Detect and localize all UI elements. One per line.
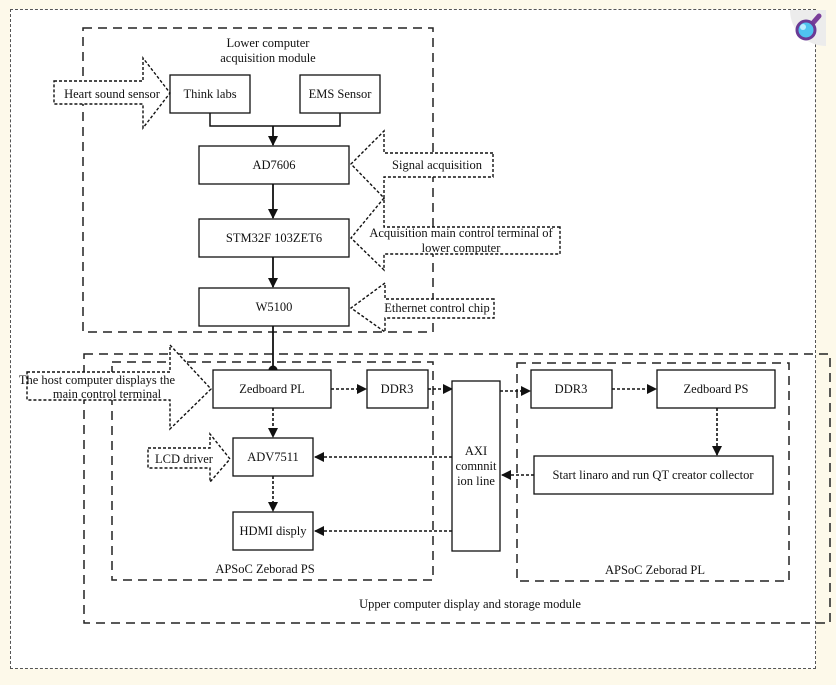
node-zedboard-pl-label: Zedboard PL	[239, 382, 305, 396]
node-linaro	[533, 455, 774, 495]
node-axi-label-1: AXI	[465, 444, 487, 458]
pl-group-title: APSoC Zeborad PL	[605, 563, 705, 577]
node-zedboard-ps	[656, 369, 776, 409]
node-ems-sensor-label: EMS Sensor	[309, 87, 373, 101]
node-ddr3-pl-label: DDR3	[555, 382, 588, 396]
callout-host-label-1: The host computer displays the	[19, 373, 176, 387]
node-w5100	[198, 287, 350, 327]
node-axi-label-2: comnnit	[456, 459, 497, 473]
node-axi-label-3: ion line	[457, 474, 495, 488]
callout-acq-main-arrow	[350, 196, 561, 272]
lower-module-title-2: acquisition module	[220, 51, 316, 65]
node-zedboard-pl	[212, 369, 332, 409]
lower-module-container	[82, 27, 434, 333]
upper-module-container	[83, 353, 831, 624]
callout-heart-sound-label: Heart sound sensor	[64, 87, 161, 101]
node-ems-sensor	[299, 74, 381, 114]
node-ddr3-pl	[530, 369, 613, 409]
node-hdmi	[232, 511, 314, 551]
zoom-badge[interactable]	[786, 8, 828, 50]
node-w5100-label: W5100	[256, 300, 293, 314]
node-zedboard-ps-label: Zedboard PS	[684, 382, 749, 396]
node-ad7606	[198, 145, 350, 185]
callout-signal-acq-arrow	[350, 129, 494, 200]
callout-ethernet-label: Ethernet control chip	[384, 301, 490, 315]
callout-acq-main-label-1: Acquisition main control terminal of	[369, 226, 553, 240]
upper-module-title: Upper computer display and storage modul…	[359, 597, 581, 611]
node-ddr3-ps-label: DDR3	[381, 382, 414, 396]
ps-group-title: APSoC Zeborad PS	[215, 562, 314, 576]
callout-host-arrow	[26, 343, 212, 431]
magnifier-icon	[790, 10, 826, 46]
callout-lcd-arrow	[147, 432, 231, 484]
node-think-labs-label: Think labs	[183, 87, 236, 101]
node-adv7511	[232, 437, 314, 477]
node-stm32-label: STM32F 103ZET6	[226, 231, 322, 245]
node-ad7606-label: AD7606	[252, 158, 295, 172]
callout-lcd-label: LCD driver	[155, 452, 214, 466]
node-hdmi-label: HDMI disply	[239, 524, 307, 538]
callout-acq-main-label-2: lower computer	[422, 241, 502, 255]
lower-module-title-1: Lower computer	[227, 36, 311, 50]
node-axi-bus	[451, 380, 501, 552]
node-linaro-label: Start linaro and run QT creator collecto…	[552, 468, 754, 482]
callout-heart-sound-arrow	[53, 55, 171, 131]
node-think-labs	[169, 74, 251, 114]
callout-ethernet-arrow	[349, 281, 495, 334]
ps-group-container	[111, 361, 434, 581]
node-adv7511-label: ADV7511	[247, 450, 299, 464]
callout-signal-acq-label: Signal acquisition	[392, 158, 483, 172]
sensor-merge-connector	[209, 113, 341, 127]
node-stm32	[198, 218, 350, 258]
pl-group-container	[516, 362, 790, 582]
callout-host-label-2: main control terminal	[53, 387, 162, 401]
